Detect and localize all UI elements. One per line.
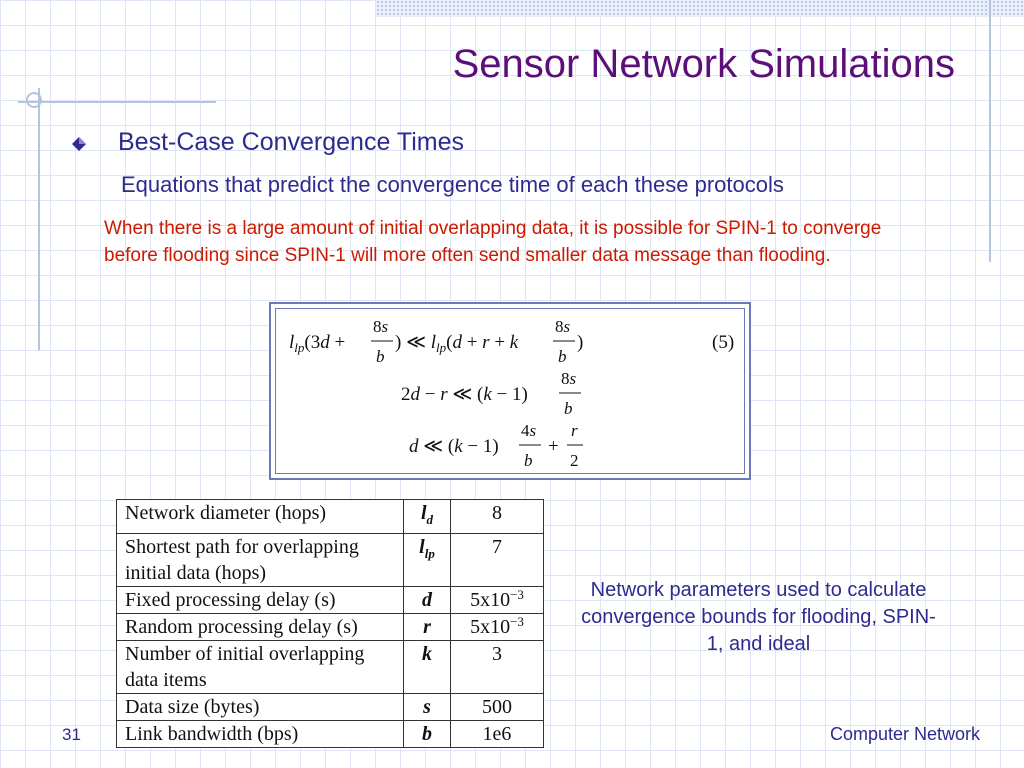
value-main: 5x10 <box>470 616 511 638</box>
equation-number: (5) <box>712 332 734 353</box>
slide-title: Sensor Network Simulations <box>452 42 955 86</box>
svg-text:2d − r ≪ (k − 1): 2d − r ≪ (k − 1) <box>401 384 528 405</box>
page-number: 31 <box>62 725 81 744</box>
parameter-symbol: s <box>403 693 451 721</box>
symbol-main: l <box>420 502 427 524</box>
parameter-name: Random processing delay (s) <box>116 613 404 641</box>
equations-figure: llp(3d + 8s b ) ≪ llp(d + r + k 8s b ) (… <box>289 317 734 470</box>
svg-text:4s: 4s <box>521 421 537 440</box>
symbol-main: s <box>423 696 431 718</box>
top-decorative-band <box>376 0 1024 17</box>
equation-line-1: llp(3d + 8s b ) ≪ llp(d + r + k 8s b ) (… <box>289 317 734 366</box>
svg-text:d ≪ (k − 1): d ≪ (k − 1) <box>409 436 499 457</box>
parameter-name: Data size (bytes) <box>116 693 404 721</box>
equations-inner-frame <box>275 308 745 474</box>
parameter-value: 500 <box>450 693 544 721</box>
note-text: When there is a large amount of initial … <box>104 218 882 266</box>
value-exponent: −3 <box>510 587 524 602</box>
svg-text:b: b <box>376 347 385 366</box>
svg-text:llp(3d +: llp(3d + <box>289 332 345 355</box>
svg-text:r: r <box>571 421 578 440</box>
value-main: 3 <box>492 643 502 665</box>
parameter-symbol: r <box>403 613 451 641</box>
svg-text:b: b <box>564 399 573 418</box>
left-vertical-rule <box>38 88 40 350</box>
parameter-value: 8 <box>450 499 544 534</box>
symbol-subscript: lp <box>424 546 435 561</box>
table-row: Fixed processing delay (s) d 5x10−3 <box>116 586 544 614</box>
parameter-name: Number of initial overlapping data items <box>116 640 404 694</box>
symbol-subscript: d <box>426 512 434 527</box>
parameter-symbol: llp <box>403 533 451 587</box>
svg-text:) ≪ llp(d + r + k: ) ≪ llp(d + r + k <box>395 332 519 355</box>
footer-text: Computer Network <box>829 724 980 744</box>
table-caption: Network parameters used to calculate con… <box>581 579 936 655</box>
parameter-symbol: ld <box>403 499 451 534</box>
svg-text:8s: 8s <box>561 369 577 388</box>
svg-text:8s: 8s <box>373 317 389 336</box>
value-exponent: −3 <box>510 614 524 629</box>
symbol-main: r <box>423 616 431 638</box>
parameter-name: Fixed processing delay (s) <box>116 586 404 614</box>
parameter-symbol: b <box>403 720 451 748</box>
value-main: 7 <box>492 536 502 558</box>
left-horizontal-rule <box>18 101 216 103</box>
symbol-main: b <box>422 723 432 745</box>
parameter-value: 1e6 <box>450 720 544 748</box>
corner-ring-ornament <box>26 92 42 108</box>
bullet-text: Best-Case Convergence Times <box>118 128 464 156</box>
symbol-main: d <box>422 589 432 611</box>
parameter-value: 5x10−3 <box>450 613 544 641</box>
value-main: 8 <box>492 502 502 524</box>
table-row: Number of initial overlapping data items… <box>116 640 544 694</box>
equation-line-3: d ≪ (k − 1) 4s b + r 2 <box>409 421 583 470</box>
svg-text:+: + <box>548 436 559 457</box>
parameter-name: Shortest path for overlapping initial da… <box>116 533 404 587</box>
svg-text:b: b <box>558 347 567 366</box>
table-row: Shortest path for overlapping initial da… <box>116 533 544 587</box>
parameter-value: 7 <box>450 533 544 587</box>
equation-line-2: 2d − r ≪ (k − 1) 8s b <box>401 369 581 418</box>
symbol-main: l <box>419 536 425 558</box>
value-main: 5x10 <box>470 589 511 611</box>
table-row: Link bandwidth (bps) b 1e6 <box>116 720 544 748</box>
subbullet-text: Equations that predict the convergence t… <box>121 172 784 197</box>
svg-text:8s: 8s <box>555 317 571 336</box>
parameter-value: 5x10−3 <box>450 586 544 614</box>
value-main: 1e6 <box>482 723 512 745</box>
parameter-name: Network diameter (hops) <box>116 499 404 534</box>
symbol-main: k <box>422 643 432 665</box>
svg-text:b: b <box>524 451 533 470</box>
parameter-symbol: d <box>403 586 451 614</box>
diamond-bullet-icon <box>72 137 86 151</box>
parameter-name: Link bandwidth (bps) <box>116 720 404 748</box>
svg-text:2: 2 <box>570 451 579 470</box>
parameter-value: 3 <box>450 640 544 694</box>
value-main: 500 <box>482 696 512 718</box>
equations-box: llp(3d + 8s b ) ≪ llp(d + r + k 8s b ) (… <box>269 302 751 480</box>
right-vertical-rule <box>989 0 991 262</box>
table-row: Random processing delay (s) r 5x10−3 <box>116 613 544 641</box>
table-row: Data size (bytes) s 500 <box>116 693 544 721</box>
parameter-symbol: k <box>403 640 451 694</box>
svg-text:): ) <box>577 332 583 353</box>
